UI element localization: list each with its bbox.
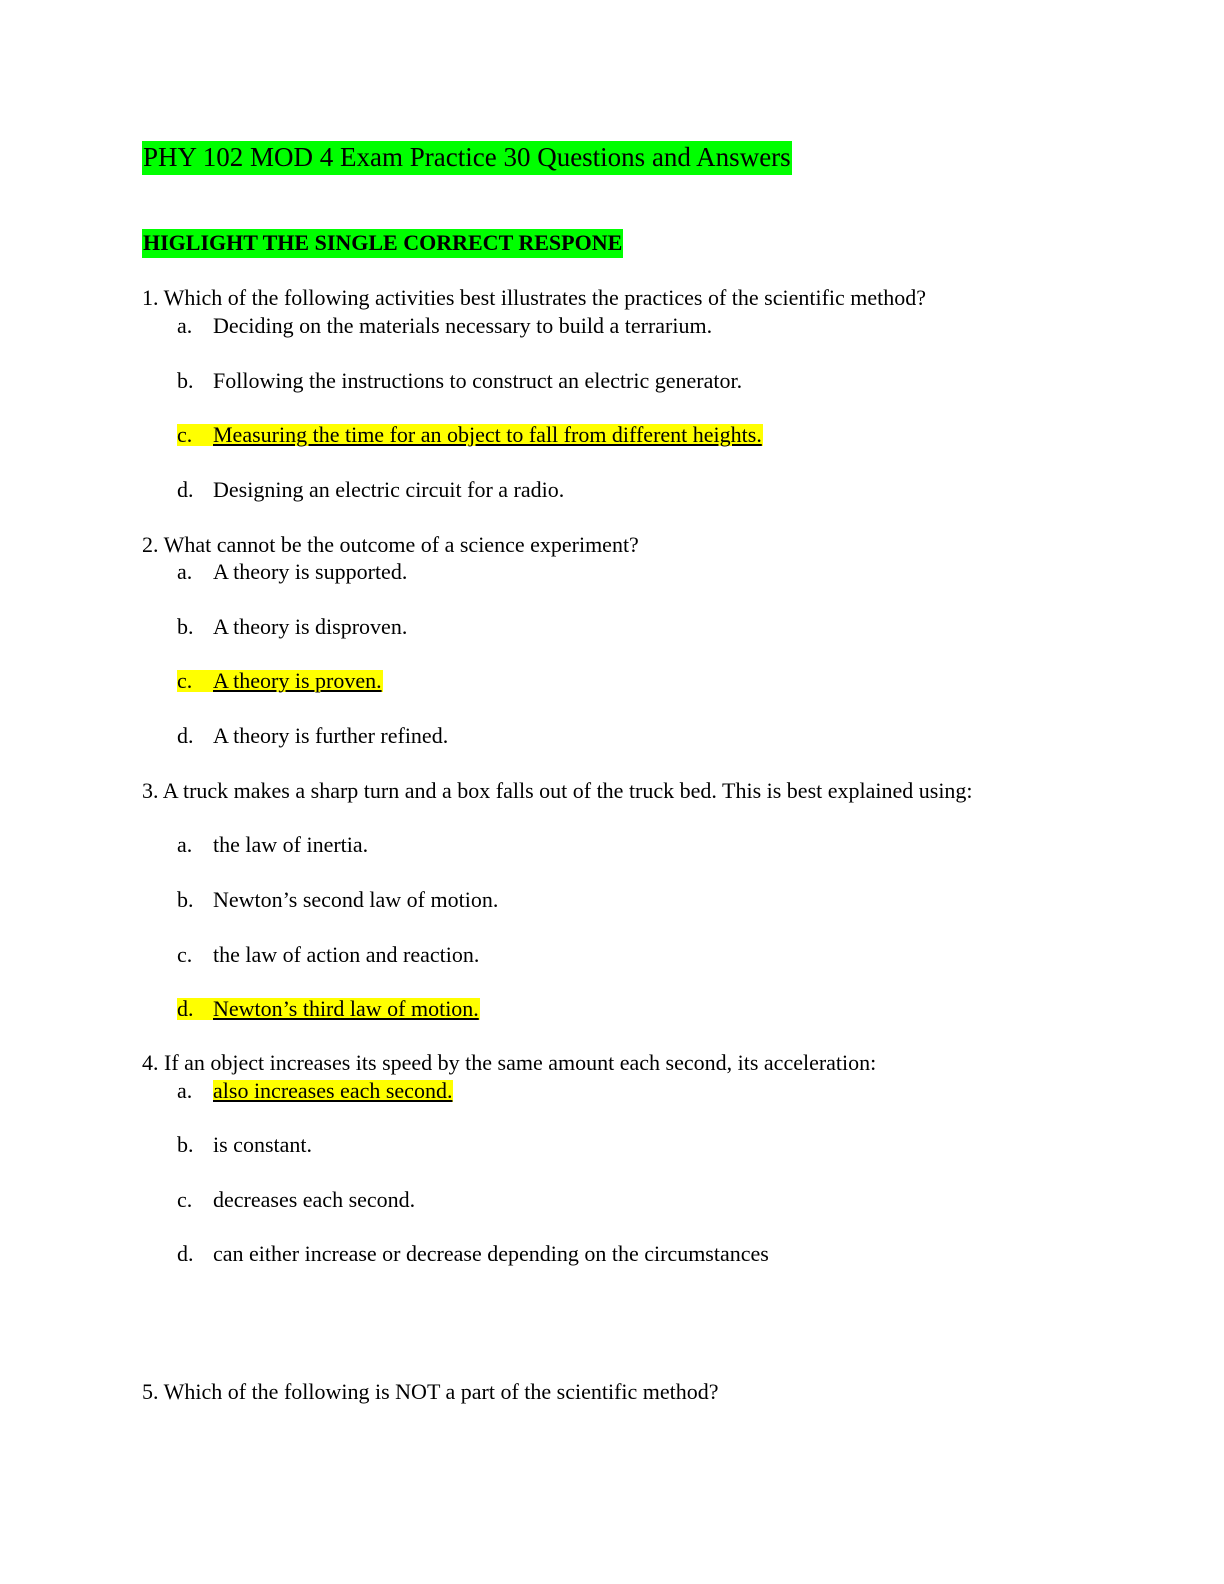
question-3: 3. A truck makes a sharp turn and a box … — [142, 778, 973, 803]
option-text: can either increase or decrease dependin… — [213, 1241, 769, 1266]
question-4-option-d: d. can either increase or decrease depen… — [177, 1243, 769, 1265]
question-4-option-a-highlighted: a. also increases each second. — [177, 1078, 454, 1103]
question-3-option-a: a. the law of inertia. — [177, 834, 368, 856]
option-letter: b. — [177, 614, 194, 639]
option-text: also increases each second. — [213, 1078, 454, 1103]
option-text: Designing an electric circuit for a radi… — [213, 477, 565, 502]
question-3-option-b: b. Newton’s second law of motion. — [177, 889, 498, 911]
option-text: the law of inertia. — [213, 832, 369, 857]
question-4-option-c: c. decreases each second. — [177, 1189, 415, 1211]
option-letter: a. — [177, 313, 193, 338]
option-text: Following the instructions to construct … — [213, 368, 743, 393]
option-letter: c. — [177, 668, 193, 693]
question-4: 4. If an object increases its speed by t… — [142, 1050, 877, 1075]
option-letter: d. — [177, 723, 194, 748]
option-text: A theory is further refined. — [213, 723, 449, 748]
question-1-option-a: a. Deciding on the materials necessary t… — [177, 315, 712, 337]
option-letter: c. — [177, 422, 193, 447]
question-3-option-c: c. the law of action and reaction. — [177, 944, 479, 966]
option-letter: c. — [177, 942, 193, 967]
option-text: Newton’s second law of motion. — [213, 887, 499, 912]
option-text: A theory is disproven. — [213, 614, 408, 639]
instruction-heading: HIGLIGHT THE SINGLE CORRECT RESPONE — [142, 229, 624, 258]
option-letter: a. — [177, 832, 193, 857]
option-text: the law of action and reaction. — [213, 942, 480, 967]
option-text: A theory is proven. — [213, 668, 382, 693]
option-letter: d. — [177, 996, 194, 1021]
question-2-option-d: d. A theory is further refined. — [177, 725, 448, 747]
option-letter: b. — [177, 368, 194, 393]
option-text: Newton’s third law of motion. — [213, 996, 479, 1021]
question-2: 2. What cannot be the outcome of a scien… — [142, 532, 639, 557]
option-text: decreases each second. — [213, 1187, 416, 1212]
question-2-option-a: a. A theory is supported. — [177, 561, 407, 583]
question-5: 5. Which of the following is NOT a part … — [142, 1379, 719, 1404]
option-letter: a. — [177, 559, 193, 584]
option-letter: d. — [177, 477, 194, 502]
question-1-option-b: b. Following the instructions to constru… — [177, 370, 742, 392]
question-4-option-b: b. is constant. — [177, 1134, 312, 1156]
question-1-option-c-highlighted: c. Measuring the time for an object to f… — [177, 424, 763, 446]
question-2-option-b: b. A theory is disproven. — [177, 616, 407, 638]
option-letter: c. — [177, 1187, 193, 1212]
option-text: Measuring the time for an object to fall… — [213, 422, 762, 447]
question-3-option-d-highlighted: d. Newton’s third law of motion. — [177, 998, 480, 1020]
option-text: A theory is supported. — [213, 559, 408, 584]
question-2-option-c-highlighted: c. A theory is proven. — [177, 670, 383, 692]
option-letter: d. — [177, 1241, 194, 1266]
question-1: 1. Which of the following activities bes… — [142, 285, 927, 310]
option-text: is constant. — [213, 1132, 312, 1157]
document-title: PHY 102 MOD 4 Exam Practice 30 Questions… — [142, 141, 792, 175]
option-letter: a. — [177, 1078, 193, 1103]
option-text: Deciding on the materials necessary to b… — [213, 313, 713, 338]
question-1-option-d: d. Designing an electric circuit for a r… — [177, 479, 564, 501]
option-letter: b. — [177, 1132, 194, 1157]
option-letter: b. — [177, 887, 194, 912]
